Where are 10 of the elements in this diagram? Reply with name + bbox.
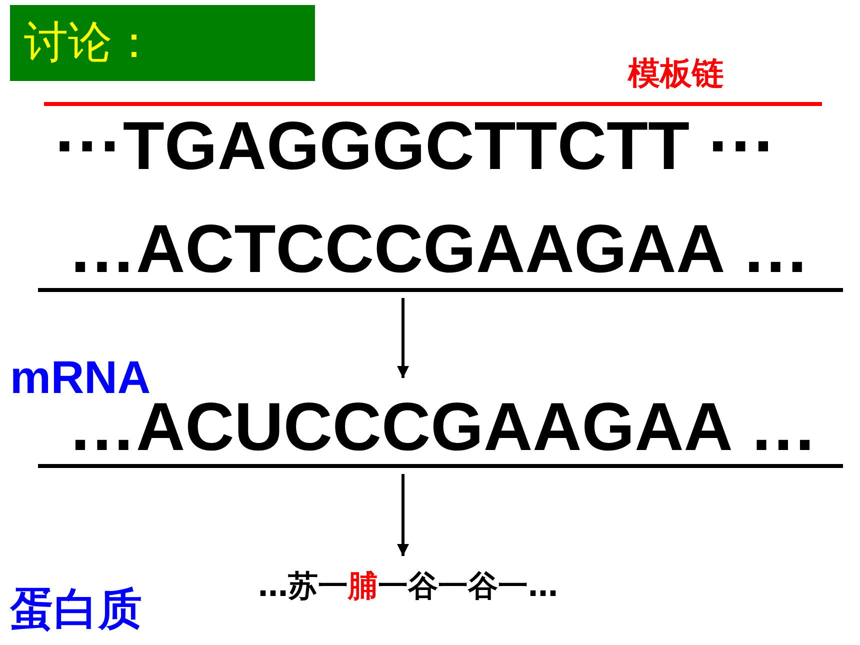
dna-sequence: …ACTCCCGAAGAA … xyxy=(38,212,843,292)
amino-acid-text: 一谷一谷一… xyxy=(378,569,558,604)
title-box: 讨论： xyxy=(10,5,315,81)
protein-label: 蛋白质 xyxy=(10,583,142,637)
amino-acid-text: …苏一 xyxy=(258,569,348,604)
highlighted-amino-acid: 脯 xyxy=(348,569,378,604)
template-sequence: ···TGAGGGCTTCTT ··· xyxy=(55,107,776,186)
arrow xyxy=(397,474,409,556)
strand-label: 模板链 xyxy=(628,53,724,94)
arrow xyxy=(397,298,409,378)
